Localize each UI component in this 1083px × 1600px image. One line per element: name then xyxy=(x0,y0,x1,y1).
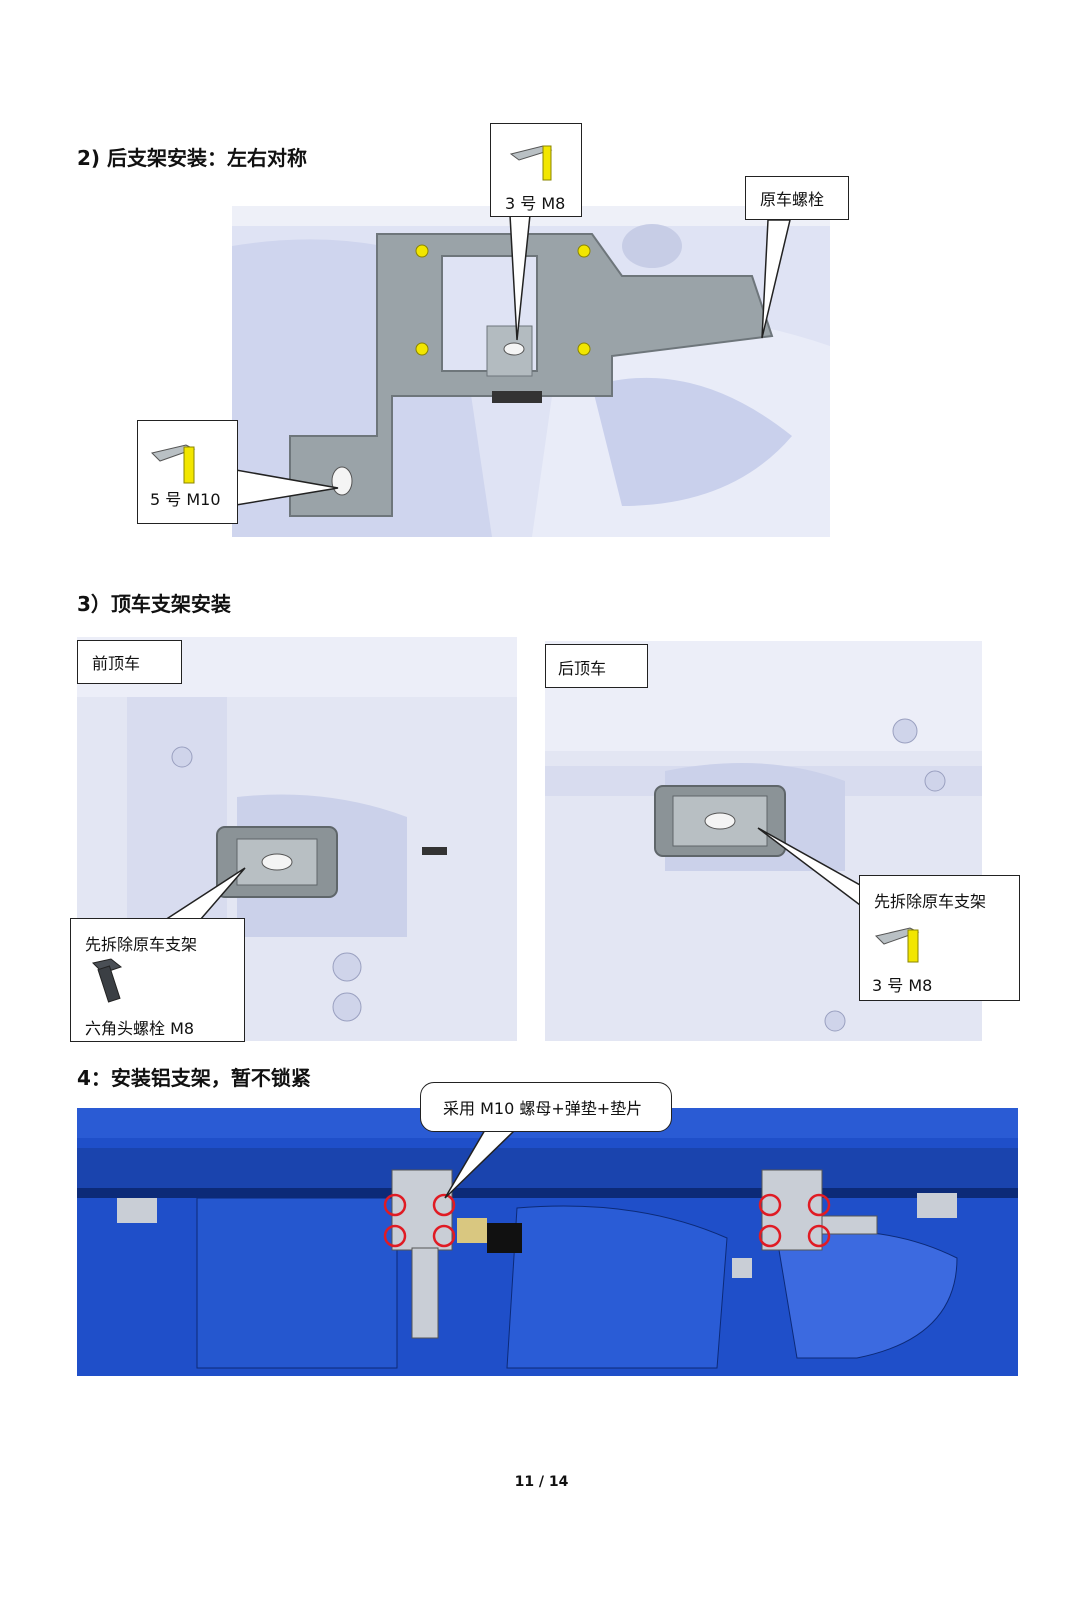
aluminum-bracket-image xyxy=(77,1108,1018,1376)
page-number: 11 / 14 xyxy=(514,1474,569,1490)
rear-bracket-image xyxy=(232,206,830,537)
section-3-heading: 3）顶车支架安装 xyxy=(77,592,231,616)
bolt-icon xyxy=(509,145,553,181)
callout-rear-jack: 先拆除原车支架 3 号 M8 xyxy=(859,875,1020,1001)
front-jack-label-box: 前顶车 xyxy=(77,640,182,684)
callout-original-bolt-label: 原车螺栓 xyxy=(760,190,825,209)
callout-rear-jack-title: 先拆除原车支架 xyxy=(874,892,987,911)
callout-rear-jack-bolt: 3 号 M8 xyxy=(872,976,933,995)
callout-bolt-m8-label: 3 号 M8 xyxy=(505,194,566,213)
callout-original-bolt: 原车螺栓 xyxy=(745,176,849,220)
callout-aluminum-bracket-label: 采用 M10 螺母+弹垫+垫片 xyxy=(443,1099,643,1118)
callout-aluminum-bracket: 采用 M10 螺母+弹垫+垫片 xyxy=(420,1082,672,1132)
callout-bolt-m10-label: 5 号 M10 xyxy=(150,490,221,509)
rear-jack-label: 后顶车 xyxy=(558,659,607,678)
callout-front-jack-bolt: 六角头螺栓 M8 xyxy=(85,1019,195,1038)
rear-jack-label-box: 后顶车 xyxy=(545,644,648,688)
section-2-heading: 2) 后支架安装：左右对称 xyxy=(77,146,308,170)
section-4-heading: 4：安装铝支架，暂不锁紧 xyxy=(77,1066,311,1090)
hex-bolt-icon xyxy=(92,958,123,1003)
callout-bolt-m8: 3 号 M8 xyxy=(490,123,582,217)
front-jack-label: 前顶车 xyxy=(92,654,141,673)
callout-front-jack-title: 先拆除原车支架 xyxy=(85,935,198,954)
bolt-icon xyxy=(875,927,920,963)
callout-bolt-m10: 5 号 M10 xyxy=(137,420,238,524)
callout-front-jack: 先拆除原车支架 六角头螺栓 M8 xyxy=(70,918,245,1042)
bolt-icon xyxy=(151,444,196,484)
